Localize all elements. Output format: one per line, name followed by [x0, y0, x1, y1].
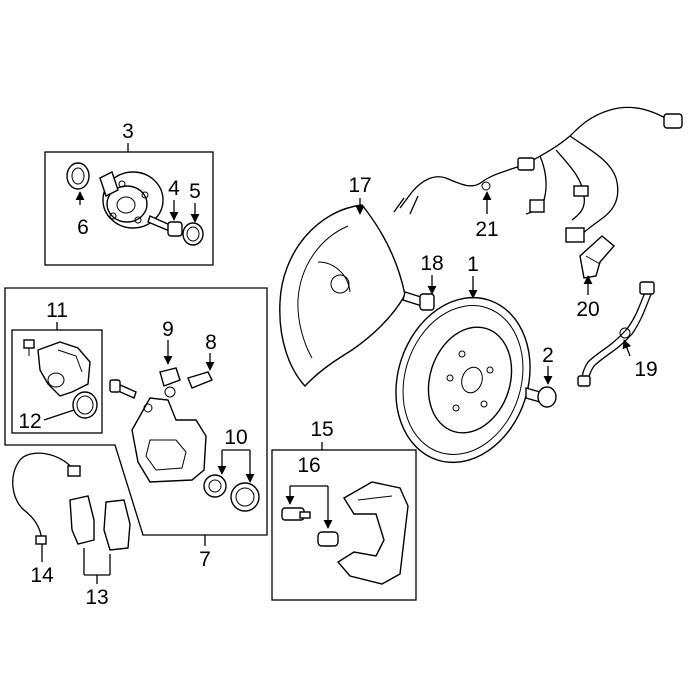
wheel-hub-part [99, 171, 164, 229]
splash-shield-part [279, 204, 406, 388]
caliper-seal-ring-part [72, 391, 98, 419]
brake-hose-part [577, 281, 655, 387]
caliper-bleeder-part [23, 339, 35, 356]
caliper-guide-bolt-part [109, 379, 137, 399]
callout-18: 18 [420, 252, 443, 275]
callout-15: 15 [310, 418, 333, 441]
guide-boot-part [317, 531, 339, 547]
rotor-screw-part [525, 386, 557, 408]
wiring-harness-part [393, 106, 683, 243]
callout-3: 3 [122, 120, 134, 143]
piston-part [203, 474, 227, 498]
caliper-housing-part [37, 341, 91, 397]
bleeder-cap-part [187, 371, 213, 389]
callout-16: 16 [297, 454, 320, 477]
brake-rotor-part [395, 296, 531, 464]
callout-8: 8 [205, 331, 217, 354]
callout-14: 14 [30, 564, 54, 587]
bleeder-screw-part [159, 367, 181, 398]
carrier-group-frame [271, 449, 417, 601]
callout-1: 1 [467, 253, 479, 276]
hub-seal-part [66, 162, 90, 190]
brake-pad-inner-part [69, 495, 95, 545]
callout-6: 6 [77, 216, 89, 239]
callout-20: 20 [576, 298, 599, 321]
guide-pin-part [281, 507, 311, 521]
callout-2: 2 [542, 344, 554, 367]
callout-10: 10 [224, 426, 247, 449]
callout-21: 21 [475, 218, 498, 241]
hub-group-frame [44, 151, 214, 266]
brake-pad-outer-part [103, 499, 131, 551]
hub-cap-part [182, 222, 204, 246]
callout-9: 9 [162, 318, 174, 341]
callout-13: 13 [85, 586, 108, 609]
hub-bolt-part [147, 215, 183, 237]
callout-5: 5 [189, 180, 201, 203]
caliper-carrier-part [336, 481, 409, 585]
caliper-bracket-part [131, 397, 207, 483]
rotor-bolt-part [402, 291, 435, 311]
callout-11: 11 [46, 299, 68, 322]
callout-7: 7 [199, 548, 211, 571]
wear-sensor-part [12, 452, 81, 545]
piston-seal-part [230, 482, 260, 512]
callout-17: 17 [348, 174, 371, 197]
callout-19: 19 [634, 358, 657, 381]
caliper-group-frame [4, 287, 268, 536]
callout-12: 12 [18, 410, 41, 433]
speed-sensor-part [579, 235, 615, 279]
callout-4: 4 [168, 177, 180, 200]
